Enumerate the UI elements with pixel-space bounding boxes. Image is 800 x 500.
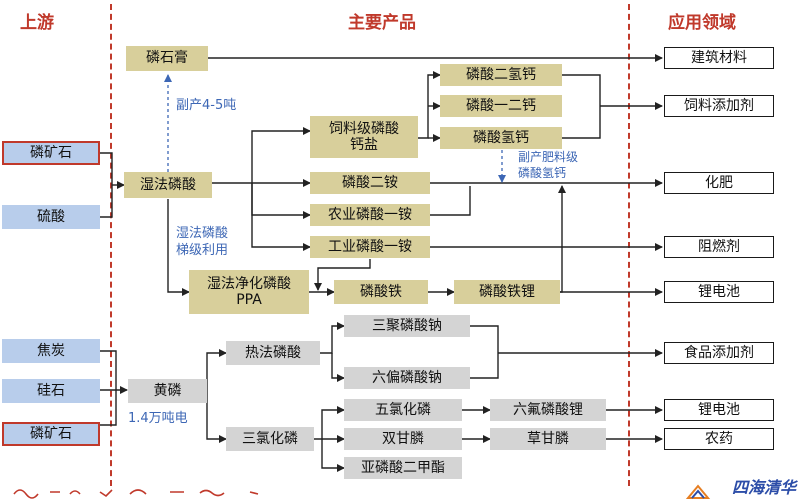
header-application: 应用领域 (668, 13, 736, 33)
note-fertilizer-byproduct-line1: 副产肥料级 (518, 150, 579, 164)
node-thermal-acid: 热法磷酸 (226, 341, 320, 365)
node-dap: 磷酸二铵 (310, 172, 430, 194)
divider-upstream (110, 4, 112, 486)
output-flame-retardant: 阻燃剂 (664, 236, 774, 258)
output-lithium-battery: 锂电池 (664, 399, 774, 421)
node-iron-phosphate: 磷酸铁 (334, 280, 428, 304)
output-pesticide: 农药 (664, 428, 774, 450)
divider-application (628, 4, 630, 486)
note-cascade: 湿法磷酸 梯级利用 (176, 226, 228, 260)
note-electricity: 1.4万吨电 (128, 411, 188, 426)
output-feed-additive: 饲料添加剂 (664, 95, 774, 117)
node-feed-grade-calcium: 饲料级磷酸 钙盐 (310, 116, 418, 158)
node-feed-grade-line2: 钙盐 (350, 137, 378, 153)
watermark-logo-icon (685, 484, 711, 499)
note-cascade-line1: 湿法磷酸 (176, 226, 229, 241)
header-upstream: 上游 (20, 13, 54, 33)
node-lfp: 磷酸铁锂 (454, 280, 560, 304)
output-fertilizer: 化肥 (664, 172, 774, 194)
node-yellow-phosphorus: 黄磷 (128, 379, 207, 403)
output-food-additive: 食品添加剂 (664, 342, 774, 364)
handwriting-scribble (13, 489, 259, 499)
node-pcl3: 三氯化磷 (226, 427, 314, 451)
node-wet-phosphoric-acid: 湿法磷酸 (124, 172, 212, 198)
node-lipf6: 六氟磷酸锂 (490, 399, 606, 421)
node-dcp: 磷酸氢钙 (440, 127, 562, 149)
node-agri-map: 农业磷酸一铵 (310, 204, 430, 226)
node-mdcp: 磷酸一二钙 (440, 95, 562, 117)
node-glyphosine: 双甘膦 (344, 428, 462, 450)
node-stpp: 三聚磷酸钠 (344, 315, 470, 337)
node-mcp: 磷酸二氢钙 (440, 64, 562, 86)
node-phosphogypsum: 磷石膏 (126, 46, 208, 71)
node-purified-ppa: 湿法净化磷酸 PPA (189, 270, 309, 314)
node-phosphate-rock: 磷矿石 (2, 141, 100, 165)
node-shmp: 六偏磷酸钠 (344, 367, 470, 389)
note-byproduct-gypsum: 副产4-5吨 (176, 98, 237, 113)
node-glyphosate: 草甘膦 (490, 428, 606, 450)
node-dmp: 亚磷酸二甲酯 (344, 457, 462, 479)
node-silica: 硅石 (2, 379, 100, 403)
node-feed-grade-line1: 饲料级磷酸 (329, 120, 399, 137)
node-purified-ppa-line2: PPA (236, 292, 262, 308)
node-phosphate-rock: 磷矿石 (2, 422, 100, 446)
watermark-text: 四海清华 (731, 478, 796, 497)
node-pcl5: 五氯化磷 (344, 399, 462, 421)
node-industrial-map: 工业磷酸一铵 (310, 236, 430, 258)
output-lithium-battery: 锂电池 (664, 281, 774, 303)
note-cascade-line2: 梯级利用 (176, 242, 229, 258)
header-main-products: 主要产品 (348, 13, 416, 33)
note-fertilizer-byproduct: 副产肥料级 磷酸氢钙 (518, 150, 578, 181)
node-sulfuric-acid: 硫酸 (2, 205, 100, 229)
node-coke: 焦炭 (2, 339, 100, 363)
output-building-materials: 建筑材料 (664, 47, 774, 69)
node-purified-ppa-line1: 湿法净化磷酸 (207, 275, 291, 292)
note-fertilizer-byproduct-line2: 磷酸氢钙 (518, 165, 567, 180)
